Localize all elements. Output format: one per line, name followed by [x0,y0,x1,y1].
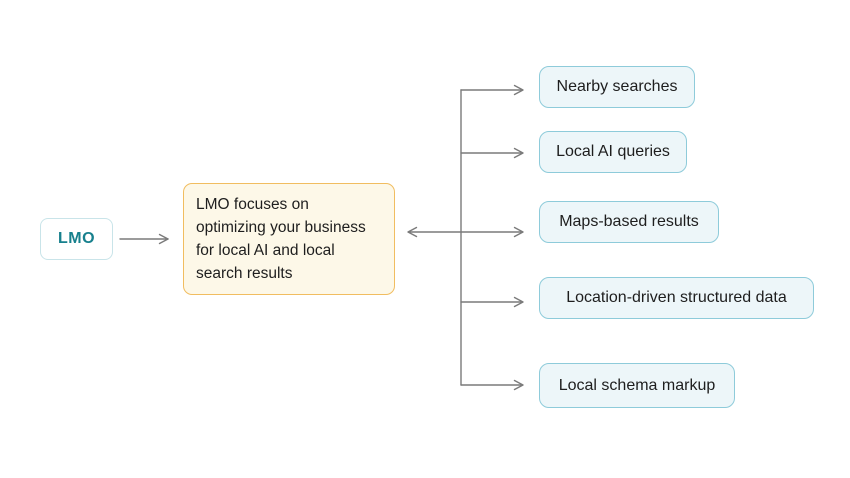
arrow-branch-1 [460,84,524,96]
branch-label: Location-driven structured data [566,289,787,306]
lmo-root-label: LMO [57,230,96,247]
branch-label: Local schema markup [558,376,716,394]
description-text: LMO focuses on optimizing your business … [196,196,366,282]
description-node: LMO focuses on optimizing your business … [183,183,395,295]
branch-node-nearby-searches: Nearby searches [539,66,695,108]
lmo-root-node: LMO [40,218,113,260]
arrow-root-to-description [119,233,169,245]
arrow-branch-4 [460,296,524,308]
branch-label: Maps-based results [559,213,699,230]
branch-label: Nearby searches [556,78,678,95]
arrow-branch-2 [460,147,524,159]
branch-node-maps-based-results: Maps-based results [539,201,719,243]
branch-node-local-ai-queries: Local AI queries [539,131,687,173]
branch-node-local-schema-markup: Local schema markup [539,363,735,408]
arrow-branch-5 [460,379,524,391]
arrow-description-to-branches [407,226,524,238]
branch-node-location-driven-structured-data: Location-driven structured data [539,277,814,319]
branch-label: Local AI queries [556,143,670,160]
